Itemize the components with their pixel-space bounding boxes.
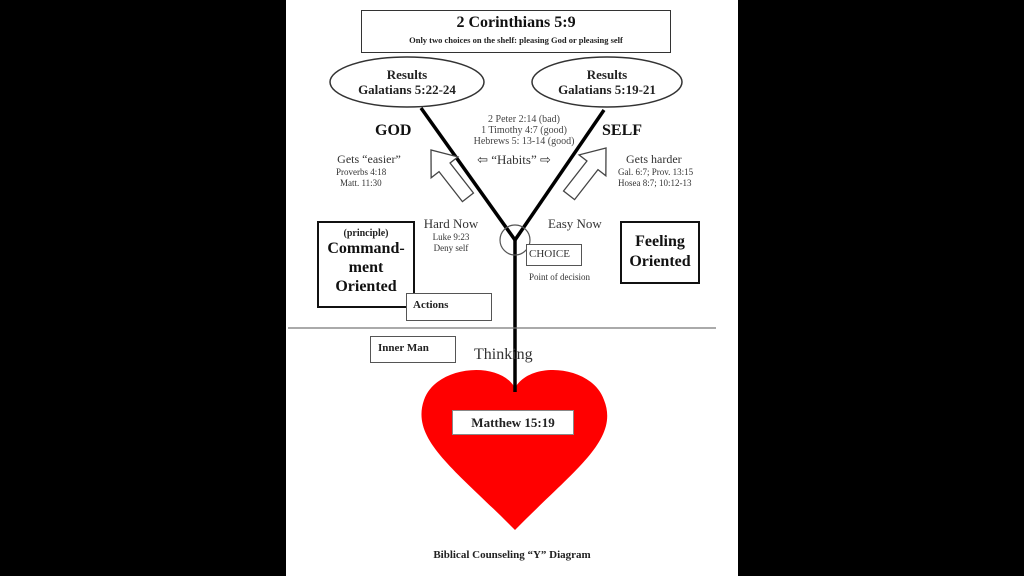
up-left-arrow — [430, 149, 475, 203]
left-oval-line2: Galatians 5:22-24 — [358, 82, 456, 97]
inner-man-label: Inner Man — [378, 342, 429, 354]
ref-matthew: Matt. 11:30 — [340, 178, 382, 188]
actions-box: Actions — [406, 293, 492, 321]
left-oval-text: Results Galatians 5:22-24 — [330, 67, 484, 97]
deny-self-label: Deny self — [433, 243, 469, 253]
title-verse: 2 Corinthians 5:9 — [456, 14, 576, 31]
title-box: 2 Corinthians 5:9 Only two choices on th… — [361, 10, 671, 53]
left-oval-line1: Results — [386, 67, 428, 82]
matthew-label: Matthew 15:19 — [471, 415, 555, 430]
ref-hosea: Hosea 8:7; 10:12-13 — [618, 178, 692, 188]
decision-circle — [499, 224, 531, 256]
ref-luke: Luke 9:23 — [432, 232, 470, 242]
gets-easier-label: Gets “easier” — [337, 152, 401, 166]
thinking-label: Thinking — [474, 346, 533, 363]
diagram-page: 2 Corinthians 5:9 Only two choices on th… — [286, 0, 738, 576]
self-label: SELF — [602, 122, 643, 139]
ref-hebrews: Hebrews 5: 13-14 (good) — [473, 136, 575, 147]
up-right-arrow — [562, 147, 607, 201]
inner-man-box: Inner Man — [370, 336, 456, 363]
ref-2peter: 2 Peter 2:14 (bad) — [488, 114, 560, 125]
commandment-line3: Oriented — [335, 278, 397, 295]
heart-shape — [421, 369, 608, 530]
title-subtitle: Only two choices on the shelf: pleasing … — [409, 35, 623, 45]
left-results-oval — [329, 56, 485, 108]
feeling-oriented-box: Feeling Oriented — [620, 221, 700, 284]
commandment-oriented-box: (principle) Command- ment Oriented — [317, 221, 415, 308]
choice-label: CHOICE — [529, 248, 570, 260]
habits-label: ⇦ “Habits” ⇨ — [477, 152, 551, 167]
diagram-caption: Biblical Counseling “Y” Diagram — [433, 549, 591, 561]
ref-1timothy: 1 Timothy 4:7 (good) — [481, 125, 567, 136]
right-trend: Gets harder Gal. 6:7; Prov. 13:15 Hosea … — [618, 152, 728, 189]
right-oval-line2: Galatians 5:19-21 — [558, 82, 656, 97]
hard-now: Hard Now Luke 9:23 Deny self — [416, 216, 486, 254]
y-right-arm — [513, 109, 606, 241]
matthew-box: Matthew 15:19 — [452, 410, 574, 435]
commandment-line2: ment — [348, 259, 384, 276]
easy-now-label: Easy Now — [548, 216, 602, 231]
ref-proverbs: Proverbs 4:18 — [336, 167, 387, 177]
commandment-line1: Command- — [327, 240, 405, 257]
feeling-line1: Feeling — [635, 233, 685, 250]
right-oval-line1: Results — [586, 67, 628, 82]
choice-box: CHOICE — [526, 244, 582, 266]
y-left-arm — [419, 106, 517, 242]
diagram-graphics — [288, 56, 716, 530]
point-of-decision-label: Point of decision — [529, 272, 590, 282]
feeling-line2: Oriented — [629, 253, 691, 270]
hard-now-label: Hard Now — [423, 216, 479, 231]
gets-harder-label: Gets harder — [626, 152, 682, 166]
habit-references: 2 Peter 2:14 (bad) 1 Timothy 4:7 (good) … — [464, 114, 584, 147]
ref-galatians-proverbs: Gal. 6:7; Prov. 13:15 — [618, 167, 694, 177]
actions-label: Actions — [413, 299, 449, 311]
god-label: GOD — [375, 122, 412, 139]
left-trend: Gets “easier” Proverbs 4:18 Matt. 11:30 — [334, 152, 404, 189]
principle-label: (principle) — [343, 228, 389, 239]
right-results-oval — [531, 56, 683, 108]
right-oval-text: Results Galatians 5:19-21 — [532, 67, 682, 97]
